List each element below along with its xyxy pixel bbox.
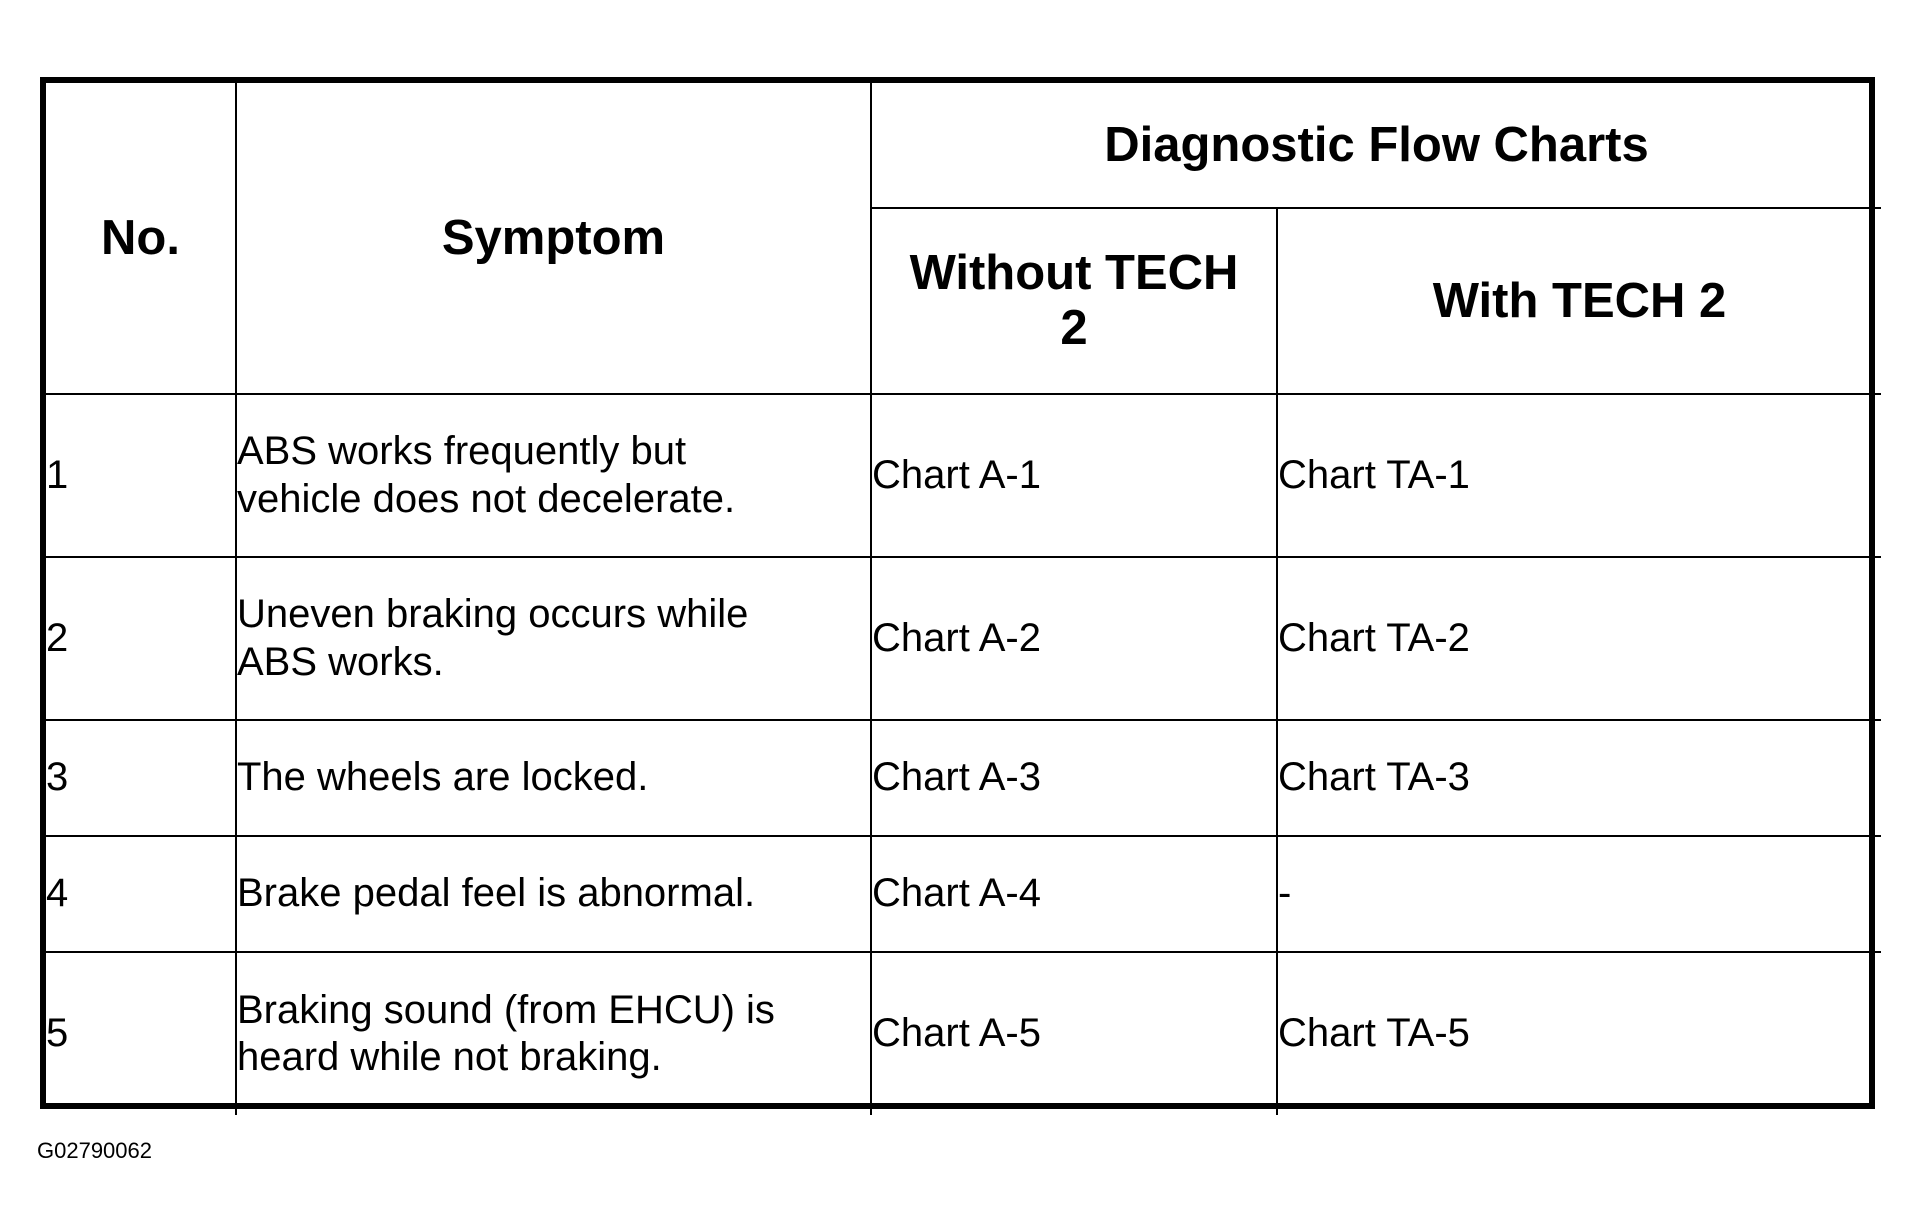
symptom-cell: The wheels are locked. [235, 719, 872, 837]
header-with-tech2: With TECH 2 [1275, 207, 1882, 395]
diagnostic-table: No. Symptom Diagnostic Flow Charts Witho… [46, 83, 1882, 1115]
table-row: 4 Brake pedal feel is abnormal. Chart A-… [46, 835, 1882, 953]
chart-without-tech2: Chart A-3 [870, 719, 1278, 837]
row-number: 4 [46, 835, 237, 953]
chart-without-tech2: Chart A-4 [870, 835, 1278, 953]
symptom-cell: Brake pedal feel is abnormal. [235, 835, 872, 953]
chart-with-tech2: Chart TA-3 [1275, 719, 1882, 837]
table-row: 3 The wheels are locked. Chart A-3 Chart… [46, 719, 1882, 837]
row-number: 5 [46, 951, 237, 1115]
header-diagnostic-flow-charts: Diagnostic Flow Charts [869, 83, 1882, 209]
chart-with-tech2: Chart TA-1 [1275, 393, 1882, 558]
chart-without-tech2: Chart A-2 [870, 556, 1278, 721]
chart-with-tech2: - [1275, 835, 1882, 953]
figure-id: G02790062 [37, 1138, 152, 1163]
chart-with-tech2: Chart TA-5 [1275, 951, 1882, 1115]
header-no: No. [46, 83, 237, 395]
diagnostic-table-frame: No. Symptom Diagnostic Flow Charts Witho… [40, 77, 1882, 1115]
row-number: 2 [46, 556, 237, 721]
header-symptom: Symptom [235, 83, 872, 395]
chart-without-tech2: Chart A-5 [870, 951, 1278, 1115]
chart-without-tech2: Chart A-1 [870, 393, 1278, 558]
row-number: 1 [46, 393, 237, 558]
row-number: 3 [46, 719, 237, 837]
chart-with-tech2: Chart TA-2 [1275, 556, 1882, 721]
